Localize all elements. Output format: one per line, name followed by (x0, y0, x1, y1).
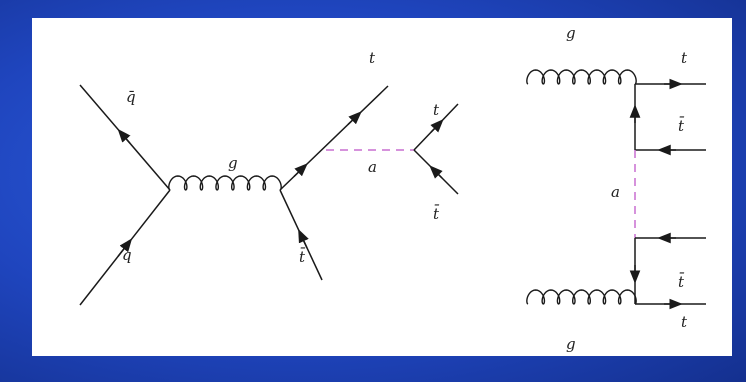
label-decay-top: t (433, 101, 440, 119)
label-gluon-upper: g (566, 24, 576, 42)
label-top-lower: t (681, 313, 688, 331)
label-gluon: g (228, 154, 238, 172)
label-top: t (369, 49, 376, 67)
decay-top-arrow (430, 119, 444, 133)
label-quark: q (122, 246, 132, 264)
label-antitop-upper: t̄ (678, 117, 685, 135)
gluon-lower (526, 289, 637, 305)
top-arrow-lower (293, 163, 308, 178)
decay-antitop-arrow (429, 165, 443, 179)
label-antiquark: q̄ (126, 88, 136, 106)
label-top-upper: t (681, 49, 688, 67)
diagram-t-channel: g t t̄ a t̄ t g (526, 24, 706, 353)
label-antitop: t̄ (299, 248, 306, 266)
antitop-arrow (298, 228, 309, 249)
quark-arrow (117, 238, 133, 257)
label-decay-antitop: t̄ (433, 205, 440, 223)
gluon-propagator (168, 175, 282, 191)
diagram-panel (32, 18, 732, 356)
antiquark-arrow (117, 128, 131, 144)
diagram-s-channel: q̄ q g t t̄ a t t̄ (79, 49, 459, 306)
label-scalar: a (368, 158, 377, 176)
label-antitop-lower: t̄ (678, 273, 685, 291)
top-arrow-upper (347, 111, 362, 126)
gluon-upper (526, 69, 637, 85)
label-scalar-exchange: a (611, 183, 620, 201)
label-gluon-lower: g (566, 335, 576, 353)
